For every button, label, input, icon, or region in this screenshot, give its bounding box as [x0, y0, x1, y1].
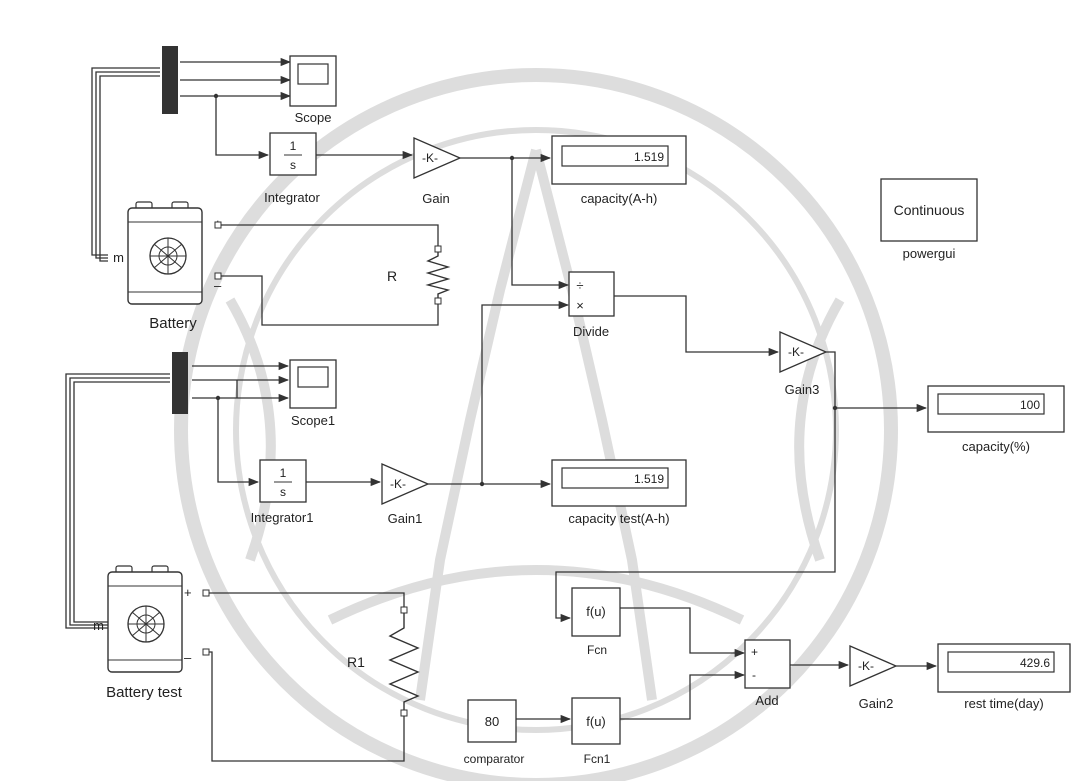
divide-block[interactable]: ÷ × Divide	[568, 271, 615, 339]
rest-time-label: rest time(day)	[964, 696, 1043, 711]
divide-label: Divide	[573, 324, 609, 339]
fcn-block[interactable]: f(u) Fcn	[571, 587, 621, 657]
rest-time-value: 429.6	[1020, 656, 1050, 670]
scope-label: Scope	[295, 110, 332, 125]
integrator-label: Integrator	[264, 190, 320, 205]
gain2-text: -K-	[858, 659, 874, 673]
battery-port-m: m	[113, 250, 124, 265]
resistor-r-label: R	[387, 268, 397, 284]
powergui-label: powergui	[903, 246, 956, 261]
mux1-block[interactable]	[172, 352, 188, 414]
fcn-text: f(u)	[586, 604, 606, 619]
mux-block[interactable]	[162, 46, 178, 114]
fcn1-label: Fcn1	[584, 752, 611, 766]
integrator-block[interactable]: 1 s Integrator	[264, 132, 320, 205]
capacity-ah-label: capacity(A-h)	[581, 191, 658, 206]
integrator1-block[interactable]: 1 s Integrator1	[251, 459, 314, 525]
signal-lines-upper	[91, 57, 928, 623]
gain1-label: Gain1	[388, 511, 423, 526]
comparator-label: comparator	[464, 752, 525, 766]
capacity-test-label: capacity test(A-h)	[568, 511, 669, 526]
add-block[interactable]: + - Add	[744, 639, 791, 708]
capacity-test-display[interactable]: 1.519 capacity test(A-h)	[551, 459, 687, 526]
rest-time-display[interactable]: 429.6 rest time(day)	[937, 643, 1071, 711]
gain3-label: Gain3	[785, 382, 820, 397]
comparator-value: 80	[485, 714, 499, 729]
divide-op-divide: ÷	[576, 278, 583, 293]
powergui-mode: Continuous	[894, 202, 965, 218]
resistor-r[interactable]: R	[387, 245, 451, 305]
gain2-label: Gain2	[859, 696, 894, 711]
integrator-denominator: s	[290, 158, 296, 172]
watermark-emblem-icon	[174, 68, 898, 781]
scope-block[interactable]: Scope	[289, 55, 337, 125]
fcn1-block[interactable]: f(u) Fcn1	[571, 697, 621, 766]
gain-text: -K-	[422, 151, 438, 165]
comparator-block[interactable]: 80 comparator	[464, 699, 525, 766]
capacity-ah-display[interactable]: 1.519 capacity(A-h)	[551, 135, 687, 206]
add-minus: -	[752, 668, 756, 682]
battery-test-block[interactable]: m + – Battery test	[93, 565, 192, 701]
battery-label: Battery	[149, 315, 197, 332]
divide-op-multiply: ×	[576, 298, 584, 313]
signal-lines-lower	[65, 300, 938, 762]
gain-block[interactable]: -K- Gain	[413, 137, 462, 206]
integrator1-denominator: s	[280, 485, 286, 499]
add-label: Add	[755, 693, 778, 708]
gain1-text: -K-	[390, 477, 406, 491]
gain-label: Gain	[422, 191, 449, 206]
integrator1-numerator: 1	[280, 466, 287, 480]
gain3-block[interactable]: -K- Gain3	[779, 331, 828, 397]
integrator-numerator: 1	[290, 139, 297, 153]
scope1-block[interactable]: Scope1	[289, 359, 337, 428]
capacity-pct-label: capacity(%)	[962, 439, 1030, 454]
junction-dots	[213, 93, 838, 487]
integrator1-label: Integrator1	[251, 510, 314, 525]
battery-minus: –	[214, 278, 222, 293]
fcn1-text: f(u)	[586, 714, 606, 729]
capacity-pct-value: 100	[1020, 398, 1040, 412]
capacity-pct-display[interactable]: 100 capacity(%)	[927, 385, 1065, 454]
battery-test-label: Battery test	[106, 684, 183, 701]
battery-test-plus: +	[184, 585, 192, 600]
resistor-r1[interactable]: R1	[347, 606, 420, 717]
gain1-block[interactable]: -K- Gain1	[381, 463, 430, 526]
battery-test-port-m: m	[93, 618, 104, 633]
capacity-test-value: 1.519	[634, 472, 664, 486]
capacity-ah-value: 1.519	[634, 150, 664, 164]
resistor-r1-label: R1	[347, 654, 365, 670]
gain3-text: -K-	[788, 345, 804, 359]
scope1-label: Scope1	[291, 413, 335, 428]
gain2-block[interactable]: -K- Gain2	[849, 645, 898, 711]
powergui-block[interactable]: Continuous powergui	[880, 178, 978, 261]
add-plus: +	[751, 645, 758, 659]
fcn-label: Fcn	[587, 643, 607, 657]
battery-test-minus: –	[184, 650, 192, 665]
